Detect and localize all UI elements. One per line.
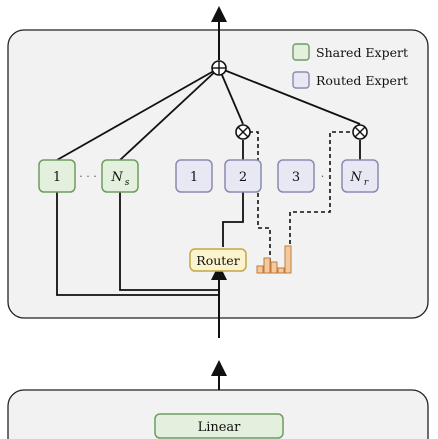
router-box: Router [189,248,247,272]
routed-expert-1-label: 1 [190,170,198,185]
shared-expert-1-label: 1 [53,170,61,185]
routed-expert-Nr-sub: r [364,178,369,188]
linear-label: Linear [198,420,242,435]
aggregation-lines [56,67,361,161]
shared-input-lines [56,192,219,296]
gating-lines [250,131,352,262]
routed-expert-3: 3 [277,159,315,193]
legend-shared-label: Shared Expert [316,45,408,60]
shared-expert-1: 1 [38,159,76,193]
legend-routed-swatch [292,71,310,89]
routed-expert-Nr-label: N [349,170,362,185]
router-to-expert2-line [222,192,244,247]
shared-expert-Ns-sub: s [125,178,130,188]
sum-node [211,60,227,76]
shared-expert-Ns-label: N [110,170,123,185]
legend-routed-label: Routed Expert [316,73,408,88]
routed-expert-2: 2 [224,159,262,193]
multiply-node-expert2 [235,124,251,140]
routed-expert-3-label: 3 [292,170,300,185]
shared-ellipsis: · · · [79,170,96,183]
router-label: Router [196,253,239,268]
router-scores-icon [256,245,292,274]
routed-ellipsis: · · [321,170,332,183]
multiply-node-expertNr [352,124,368,140]
legend: Shared Expert Routed Expert [292,43,408,89]
legend-shared-swatch [292,43,310,61]
routed-expert-1: 1 [175,159,213,193]
shared-expert-Ns: N s [101,159,139,193]
routed-expert-Nr: N r [341,159,379,193]
routed-expert-2-label: 2 [239,170,247,185]
linear-box: Linear [154,413,284,439]
